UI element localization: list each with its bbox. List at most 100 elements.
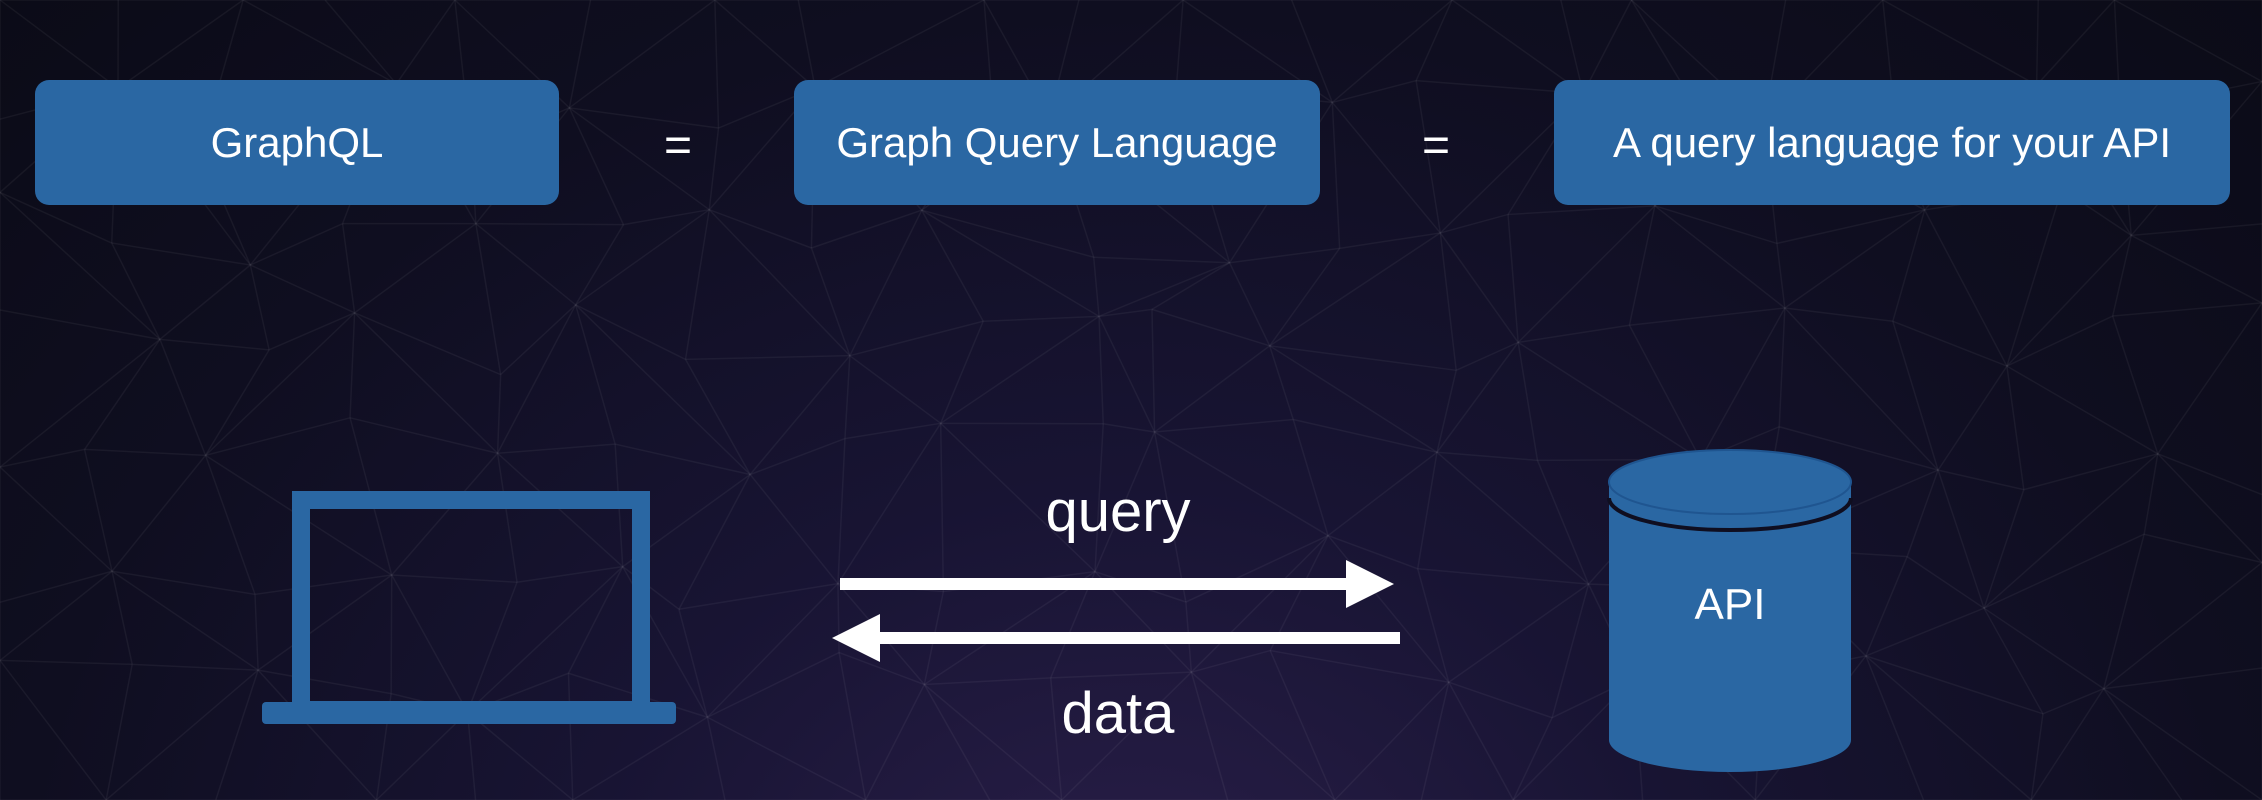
database-icon — [1607, 449, 1853, 772]
mesh-line — [1268, 345, 1294, 420]
mesh-line — [1049, 677, 1063, 800]
mesh-line — [940, 422, 1096, 573]
mesh-line — [810, 247, 851, 356]
graph-query-language-label: Graph Query Language — [836, 118, 1278, 166]
data-label: data — [1061, 681, 1175, 746]
mesh-line — [1415, 80, 1442, 234]
laptop-icon — [262, 491, 676, 724]
mesh-line — [1269, 247, 1341, 347]
mesh-line — [1334, 681, 1450, 800]
mesh-line — [0, 659, 107, 800]
mesh-line — [1440, 213, 1509, 234]
mesh-line — [1331, 101, 1441, 234]
mesh-line — [1448, 681, 1553, 719]
mesh-line — [204, 349, 270, 456]
mesh-line — [349, 417, 498, 454]
mesh-line — [1699, 307, 1786, 460]
mesh-line — [250, 264, 355, 314]
mesh-line — [0, 191, 161, 340]
mesh-line — [1906, 555, 1985, 609]
mesh-line — [354, 312, 501, 376]
mesh-line — [849, 209, 923, 357]
mesh-line — [706, 717, 726, 800]
mesh-line — [2111, 315, 2159, 455]
mesh-line — [1092, 257, 1100, 317]
mesh-line — [1269, 535, 1329, 651]
mesh-line — [1517, 205, 1656, 343]
mesh-line — [497, 443, 616, 455]
mesh-line — [1154, 418, 1294, 433]
mesh-line — [708, 208, 812, 249]
mesh-line — [940, 315, 1100, 424]
mesh-line — [811, 209, 922, 249]
mesh-line — [1098, 308, 1153, 318]
mesh-line — [354, 223, 477, 314]
mesh-line — [1191, 649, 1271, 673]
mesh-line — [1507, 214, 1519, 343]
mesh-line — [1654, 205, 1778, 245]
mesh-line — [623, 208, 710, 226]
mesh-line — [1865, 655, 2044, 715]
mesh-line — [1436, 451, 1590, 585]
mesh-line — [1416, 452, 1438, 569]
mesh-line — [1416, 568, 1450, 683]
mesh-line — [391, 574, 469, 713]
mesh-line — [1517, 342, 1539, 461]
mesh-line — [837, 422, 942, 585]
mesh-line — [1269, 650, 1336, 800]
mesh-line — [111, 242, 251, 266]
mesh-line — [105, 669, 259, 800]
mesh-line — [2103, 561, 2262, 690]
mesh-line — [2006, 365, 2159, 455]
mesh-line — [708, 127, 720, 210]
mesh-line — [1151, 308, 1270, 347]
mesh-line — [1776, 243, 1786, 309]
mesh-line — [2006, 234, 2132, 367]
mesh-line — [844, 422, 941, 440]
mesh-line — [921, 209, 984, 322]
mesh-line — [572, 716, 708, 800]
mesh-line — [159, 338, 270, 351]
mesh-line — [111, 242, 161, 340]
query-label: query — [1045, 479, 1191, 544]
mesh-line — [497, 452, 624, 568]
mesh-line — [1094, 431, 1156, 572]
mesh-line — [685, 354, 850, 361]
mesh-line — [2157, 453, 2262, 564]
mesh-line — [1050, 671, 1192, 679]
mesh-line — [500, 304, 577, 376]
mesh-line — [1439, 232, 1457, 371]
mesh-line — [84, 448, 206, 457]
mesh-line — [1517, 341, 1701, 461]
mesh-line — [923, 683, 1063, 800]
mesh-line — [467, 711, 574, 800]
mesh-line — [940, 320, 984, 424]
mesh-line — [837, 438, 846, 584]
mesh-line — [1339, 232, 1441, 250]
mesh-line — [849, 320, 984, 357]
mesh-line — [706, 583, 839, 718]
data-arrow — [832, 614, 1400, 662]
mesh-line — [749, 355, 851, 475]
mesh-line — [814, 0, 985, 89]
mesh-line — [496, 453, 518, 583]
mesh-line — [1983, 607, 2105, 690]
mesh-line — [1293, 418, 1438, 454]
mesh-line — [1582, 0, 1633, 94]
mesh-line — [349, 312, 356, 418]
mesh-line — [923, 570, 1096, 686]
mesh-line — [1882, 0, 2037, 86]
mesh-line — [1865, 655, 1925, 800]
mesh-line — [2103, 667, 2262, 690]
mesh-line — [0, 659, 133, 666]
mesh-line — [496, 374, 502, 454]
mesh-line — [1190, 671, 1229, 800]
mesh-line — [324, 0, 397, 85]
mesh-line — [2157, 302, 2262, 455]
mesh-line — [1154, 345, 1271, 433]
mesh-line — [2006, 315, 2113, 367]
mesh-line — [1327, 534, 1418, 570]
mesh-line — [242, 0, 397, 85]
mesh-line — [749, 437, 846, 476]
